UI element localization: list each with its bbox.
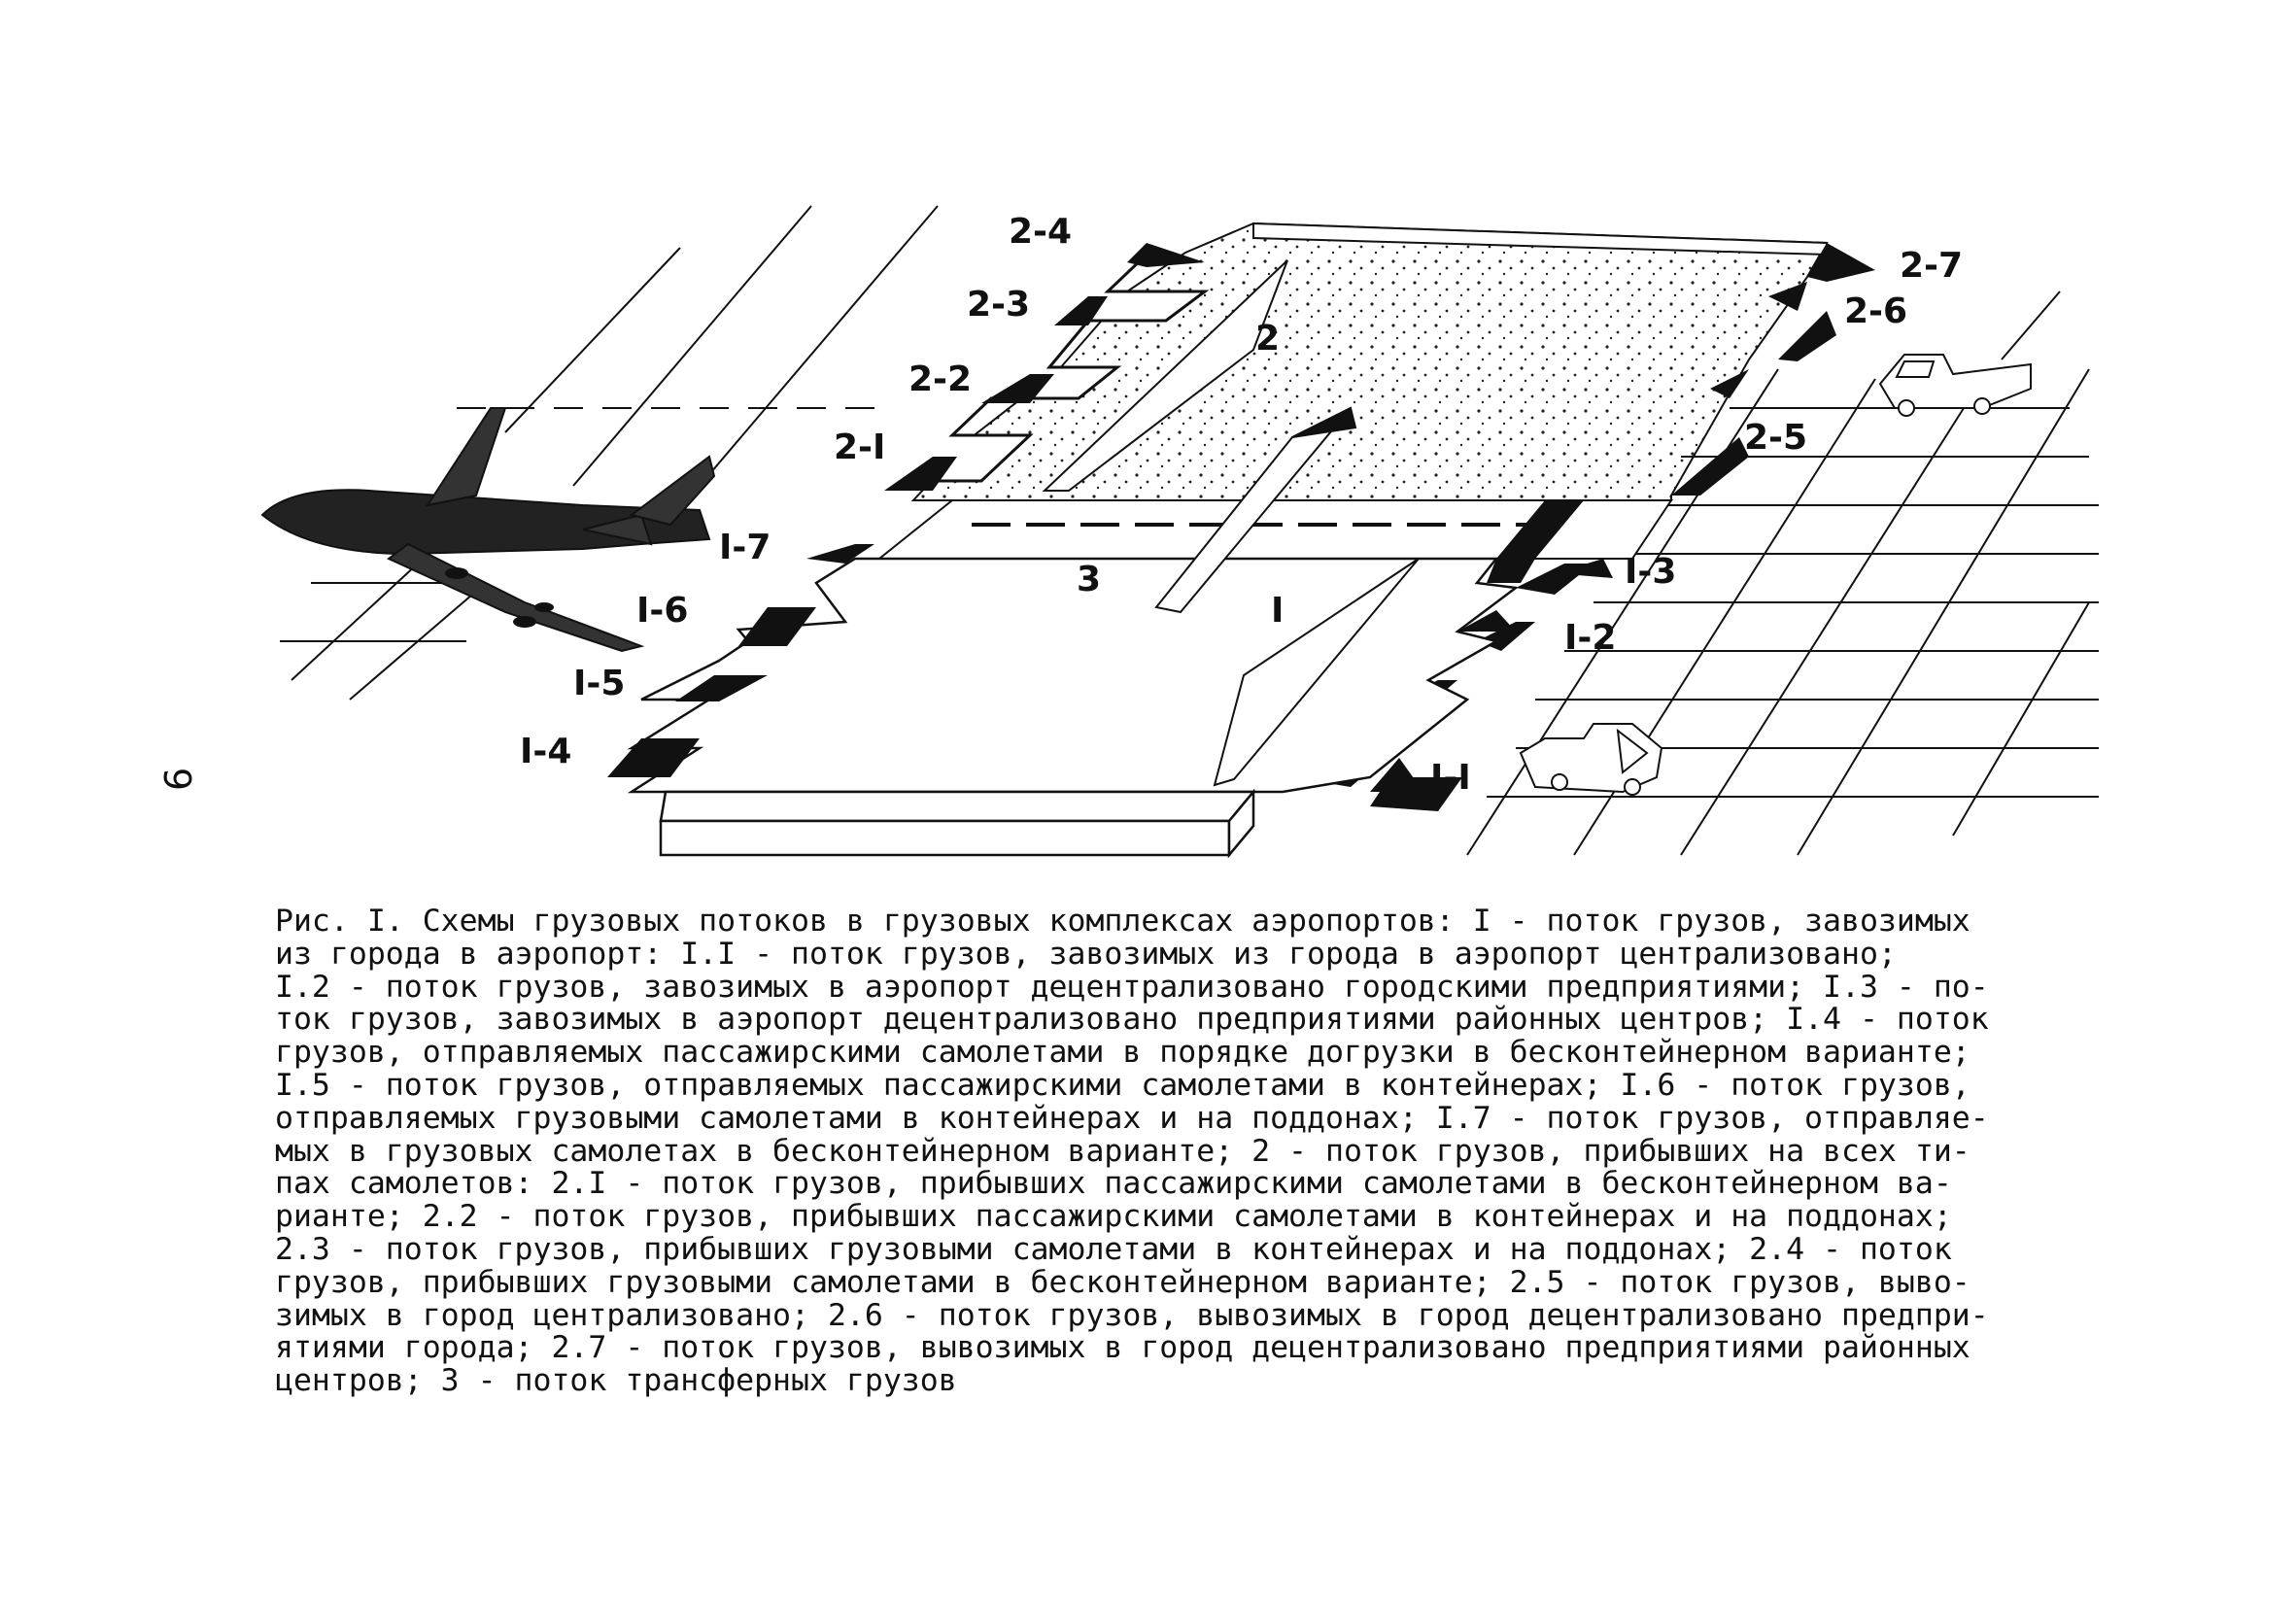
caption-line: грузов, прибывших грузовыми самолетами в… <box>275 1264 1970 1300</box>
arrow-2-6b <box>1768 282 1807 311</box>
transfer-track <box>876 499 1673 560</box>
arrows-flow-1 <box>607 544 1613 792</box>
label-2-3: 2-3 <box>967 285 1030 325</box>
arrow-2-5 <box>1671 437 1749 496</box>
arrow-1-3 <box>1555 559 1613 578</box>
caption-line: I.5 - поток грузов, отправляемых пассажи… <box>275 1067 1970 1103</box>
diagonal-arrow-2 <box>1042 259 1288 492</box>
label-1-1: I-I <box>1430 758 1471 798</box>
caption-line: мых в грузовых самолетах в бесконтейнерн… <box>275 1133 1970 1169</box>
arrow-2-6 <box>1778 311 1836 361</box>
city-grid-right <box>1466 291 2099 856</box>
truck-upper <box>1878 354 2032 417</box>
caption-line: Рис. I. Схемы грузовых потоков в грузовы… <box>275 904 1970 939</box>
airplane <box>260 407 716 653</box>
arrows-flow-2 <box>884 243 1875 496</box>
label-2-6: 2-6 <box>1844 291 1907 331</box>
diagonal-arrow-3 <box>1154 406 1357 614</box>
arrow-2-4 <box>1127 243 1205 267</box>
arrow-1-1 <box>1370 758 1423 792</box>
caption-line: 2.3 - поток грузов, прибывших грузовыми … <box>275 1231 1952 1267</box>
label-1-5: I-5 <box>573 664 625 703</box>
arrow-2-1 <box>884 457 957 491</box>
label-flow-3: 3 <box>1077 560 1101 599</box>
label-1-2: I-2 <box>1564 618 1616 658</box>
caption-line: центров; 3 - поток трансферных грузов <box>275 1363 957 1399</box>
arrow-2-5b <box>1710 369 1749 398</box>
apron-grid-left <box>280 205 939 701</box>
label-flow-1: I <box>1271 591 1284 631</box>
page-number: 9 <box>155 767 199 792</box>
figure-caption: Рис. I. Схемы грузовых потоков в грузовы… <box>275 904 2121 1399</box>
arrow-1-7 <box>806 544 874 564</box>
arrow-1-4 <box>607 738 700 777</box>
label-2-5: 2-5 <box>1744 418 1807 458</box>
base-slab <box>659 788 1256 859</box>
diagonal-arrow-1 <box>1213 558 1420 787</box>
label-1-4: I-4 <box>520 732 571 771</box>
label-2-7: 2-7 <box>1900 246 1963 286</box>
label-2-2: 2-2 <box>908 359 972 399</box>
label-1-7: I-7 <box>719 528 771 567</box>
label-1-6: I-6 <box>636 591 688 631</box>
caption-line: ток грузов, завозимых в аэропорт децентр… <box>275 1002 1989 1038</box>
arrow-2-7 <box>1807 243 1875 282</box>
arrow-1-2 <box>1457 610 1516 632</box>
caption-line: из города в аэропорт: I.I - поток грузов… <box>275 936 1897 972</box>
caption-line: отправляемых грузовыми самолетами в конт… <box>275 1100 1989 1136</box>
caption-line: I.2 - поток грузов, завозимых в аэропорт… <box>275 969 1989 1005</box>
caption-line: рианте; 2.2 - поток грузов, прибывших па… <box>275 1199 1952 1235</box>
platform-steps-2 <box>904 253 1210 483</box>
label-1-3: I-3 <box>1625 552 1676 592</box>
label-2-1: 2-I <box>834 427 885 467</box>
truck-lower <box>1519 723 1663 796</box>
arrow-1-6 <box>738 607 816 646</box>
caption-line: зимых в город централизовано; 2.6 - пото… <box>275 1297 1989 1333</box>
arrow-2-2 <box>981 374 1054 403</box>
label-2-4: 2-4 <box>1009 212 1072 252</box>
label-flow-2: 2 <box>1255 319 1280 359</box>
caption-line: пах самолетов: 2.I - поток грузов, прибы… <box>275 1166 1952 1202</box>
arrow-1-5 <box>675 675 768 701</box>
arrow-2-3 <box>1054 296 1108 325</box>
caption-line: грузов, отправляемых пассажирскими самол… <box>275 1035 1970 1071</box>
flow-labels: I-I I-2 I-3 I-4 I-5 I-6 I-7 2-I 2-2 2-3 … <box>520 212 1963 798</box>
caption-line: ятиями города; 2.7 - поток грузов, вывоз… <box>275 1330 1970 1366</box>
